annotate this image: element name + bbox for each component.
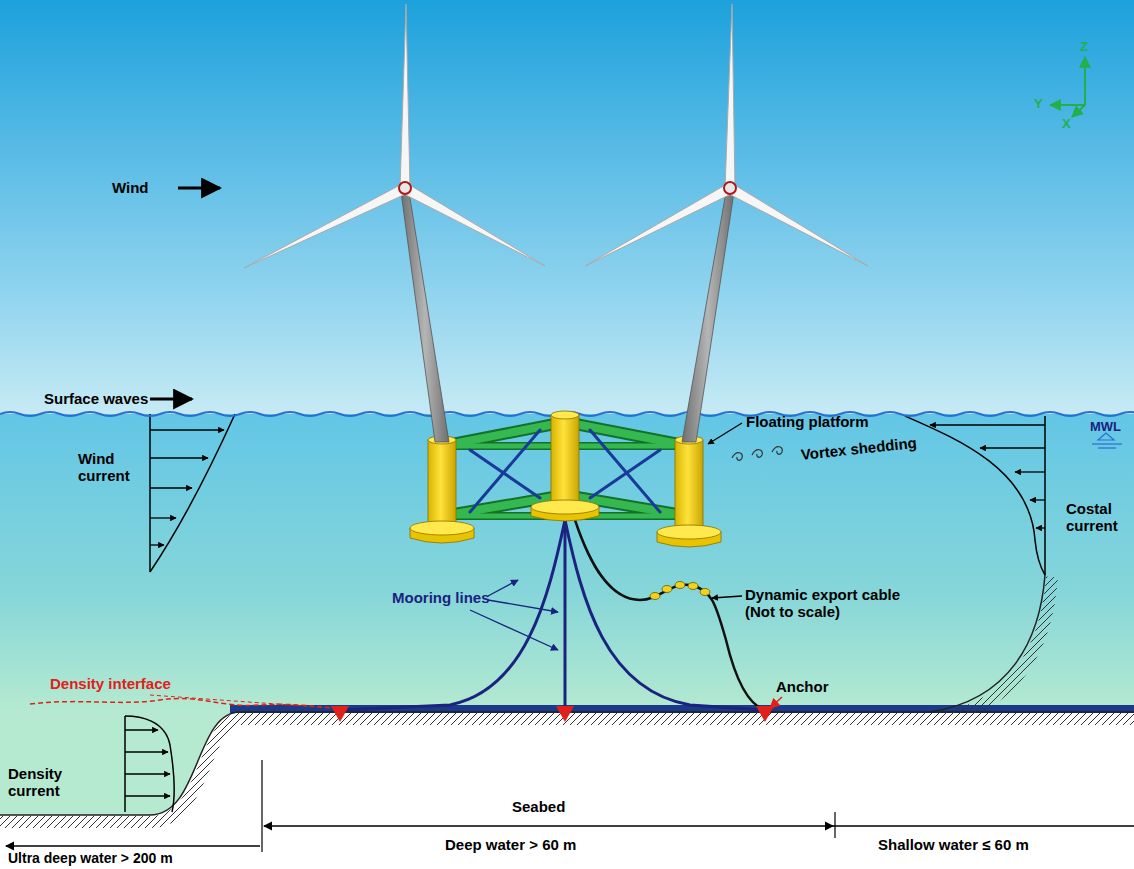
- interface-label: Density interface: [50, 675, 171, 692]
- axis-label: X: [1062, 117, 1071, 132]
- depth-label: Ultra deep water > 200 m: [8, 850, 173, 866]
- mwl-label: MWL: [1090, 420, 1121, 435]
- anchor-label: Anchor: [776, 678, 829, 695]
- platform-label: Floating platform: [746, 413, 869, 430]
- axis-label: Y: [1034, 97, 1043, 112]
- wind-label: Wind: [112, 179, 149, 196]
- current-label: Costal current: [1066, 500, 1130, 535]
- current-label: Density current: [8, 765, 118, 800]
- axis-label: Z: [1080, 40, 1088, 55]
- current-label: Wind current: [78, 450, 146, 485]
- depth-label: Shallow water ≤ 60 m: [878, 836, 1029, 853]
- cable-label: Dynamic export cable (Not to scale): [745, 586, 910, 621]
- depth-label: Deep water > 60 m: [445, 836, 576, 853]
- waves-label: Surface waves: [44, 390, 148, 407]
- mooring-label: Mooring lines: [392, 589, 490, 606]
- seabed-label: Seabed: [512, 798, 565, 815]
